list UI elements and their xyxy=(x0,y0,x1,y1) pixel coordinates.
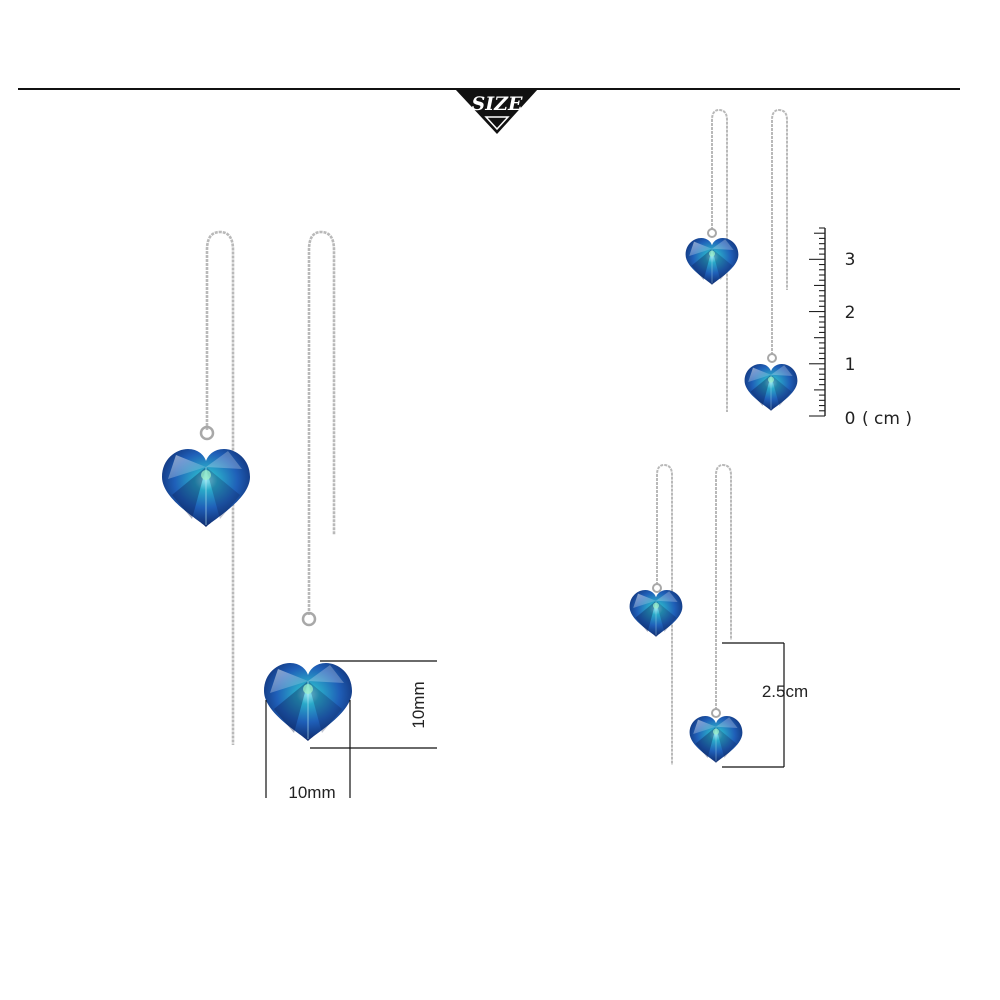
heart-crystal-icon xyxy=(744,363,798,412)
earring-small-top-left xyxy=(685,108,739,412)
ruler-label-0: 0 xyxy=(845,409,856,429)
earring-large-right xyxy=(263,230,353,742)
earring-large-left xyxy=(161,230,251,745)
heart-crystal-icon xyxy=(263,662,353,742)
heart-crystal-icon xyxy=(685,237,739,286)
ruler-unit-label: ( cm ) xyxy=(862,409,912,429)
earring-small-bottom-right xyxy=(689,463,743,764)
earring-small-bottom-left xyxy=(629,463,683,765)
heart-height-label: 10mm xyxy=(409,681,428,728)
heart-width-label: 10mm xyxy=(288,783,335,802)
heart-crystal-icon xyxy=(689,715,743,764)
ruler-label-2: 2 xyxy=(845,303,856,323)
ruler-label-1: 1 xyxy=(845,355,856,375)
drop-length-dimension: 2.5cm xyxy=(722,642,808,768)
banner-inner-triangle-icon xyxy=(484,116,510,131)
ruler-ticks xyxy=(809,227,825,417)
drop-length-label: 2.5cm xyxy=(762,682,808,701)
ruler-label-3: 3 xyxy=(845,250,856,270)
earring-small-top-right xyxy=(744,108,798,412)
size-banner-label: SIZE xyxy=(472,93,523,115)
height-dimension: 10mm xyxy=(310,660,437,749)
heart-crystal-icon xyxy=(629,589,683,638)
heart-crystal-icon xyxy=(161,448,251,528)
width-dimension: 10mm xyxy=(265,700,351,802)
size-banner-triangle-icon xyxy=(455,89,538,134)
cm-ruler: 3 2 1 0 ( cm ) xyxy=(809,227,912,429)
